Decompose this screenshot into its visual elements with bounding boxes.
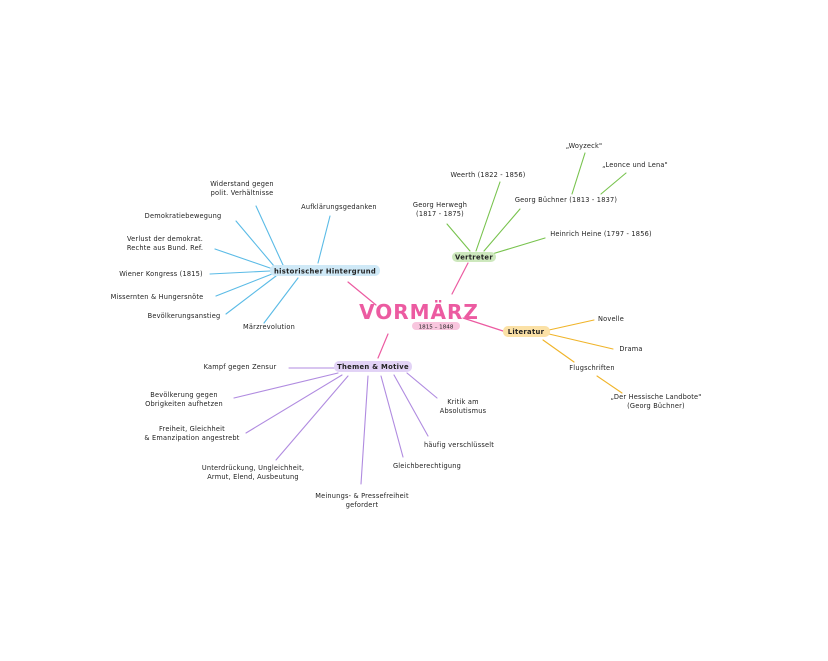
- hist-item: Aufklärungsgedanken: [301, 203, 377, 211]
- literatur-item: Flugschriften: [569, 364, 614, 372]
- vertreter-item: Weerth (1822 - 1856): [450, 171, 525, 179]
- link-them-freiheit: [245, 374, 343, 434]
- link-them-unterdrueckung: [275, 375, 349, 461]
- link-center-literatur: [462, 317, 504, 332]
- center-title: VORMÄRZ: [359, 300, 479, 324]
- link-vert-woyzeck: [571, 152, 586, 195]
- link-them-aufhetzen: [233, 372, 339, 399]
- literatur-item: Novelle: [598, 315, 624, 323]
- hist-item: Bevölkerungsanstieg: [148, 312, 221, 320]
- vertreter-item: Georg Herwegh(1817 - 1875): [413, 201, 467, 218]
- vertreter-item: „Leonce und Lena": [602, 161, 668, 169]
- center-subtitle: 1815 – 1848: [419, 325, 454, 331]
- themen-item: Gleichberechtigung: [393, 462, 461, 470]
- link-vert-weerth: [475, 181, 501, 252]
- literatur-highlight: [503, 326, 550, 337]
- link-hist-kongress: [209, 270, 271, 275]
- historisch-highlight: [270, 265, 380, 276]
- hist-item: Missernten & Hungersnöte: [111, 293, 204, 301]
- link-them-absolutismus: [406, 372, 438, 399]
- hist-item: Wiener Kongress (1815): [119, 270, 203, 278]
- link-hist-demokratie: [235, 220, 275, 267]
- link-lit-flugschriften: [542, 339, 575, 363]
- link-hist-widerstand: [255, 205, 284, 266]
- vertreter-highlight: [452, 252, 496, 262]
- category-vertreter: Vertreter: [455, 254, 493, 262]
- themen-highlight: [334, 361, 412, 372]
- link-hist-verlust: [214, 248, 271, 269]
- center-node: VORMÄRZ 1815 – 1848: [359, 300, 479, 331]
- hist-item: Demokratiebewegung: [145, 212, 222, 220]
- link-center-themen: [377, 333, 389, 359]
- link-hist-aufklaerung: [317, 215, 331, 264]
- literatur-item: „Der Hessische Landbote"(Georg Büchner): [610, 393, 701, 410]
- themen-item: Kampf gegen Zensur: [204, 363, 277, 371]
- link-hist-bevoelkerung: [225, 275, 277, 315]
- link-them-verschluesselt: [393, 374, 429, 437]
- category-historisch: historischer Hintergrund: [274, 268, 376, 276]
- link-center-vertreter: [451, 262, 469, 295]
- link-them-gleichberechtigung: [380, 375, 404, 458]
- vertreter-item: „Woyzeck": [566, 142, 602, 150]
- center-subtitle-highlight: [412, 322, 460, 330]
- link-vert-herwegh: [446, 223, 471, 252]
- link-lit-drama: [548, 333, 614, 350]
- category-literatur: Literatur: [508, 328, 545, 336]
- link-them-meinung: [360, 375, 369, 485]
- category-themen: Themen & Motive: [337, 363, 409, 371]
- literatur-item: Drama: [619, 345, 642, 353]
- link-lit-novelle: [548, 319, 595, 331]
- themen-item: Freiheit, Gleichheit& Emanzipation anges…: [144, 425, 239, 442]
- vertreter-item: Georg Büchner (1813 - 1837): [515, 196, 617, 204]
- hist-item: Verlust der demokrat.Rechte aus Bund. Re…: [127, 235, 203, 252]
- link-vert-buechner: [483, 208, 521, 252]
- hist-item: Märzrevolution: [243, 323, 295, 331]
- themen-item: Unterdrückung, Ungleichheit,Armut, Elend…: [202, 464, 304, 481]
- link-hist-maerz: [263, 277, 299, 324]
- connection-lines: [209, 152, 627, 485]
- link-lit-landbote: [596, 375, 623, 394]
- link-center-historisch: [347, 281, 377, 306]
- link-vert-heine: [491, 237, 546, 255]
- themen-item: häufig verschlüsselt: [424, 441, 494, 449]
- link-vert-leonce: [600, 172, 627, 195]
- vertreter-item: Heinrich Heine (1797 - 1856): [550, 230, 652, 238]
- link-hist-missernten: [215, 273, 273, 297]
